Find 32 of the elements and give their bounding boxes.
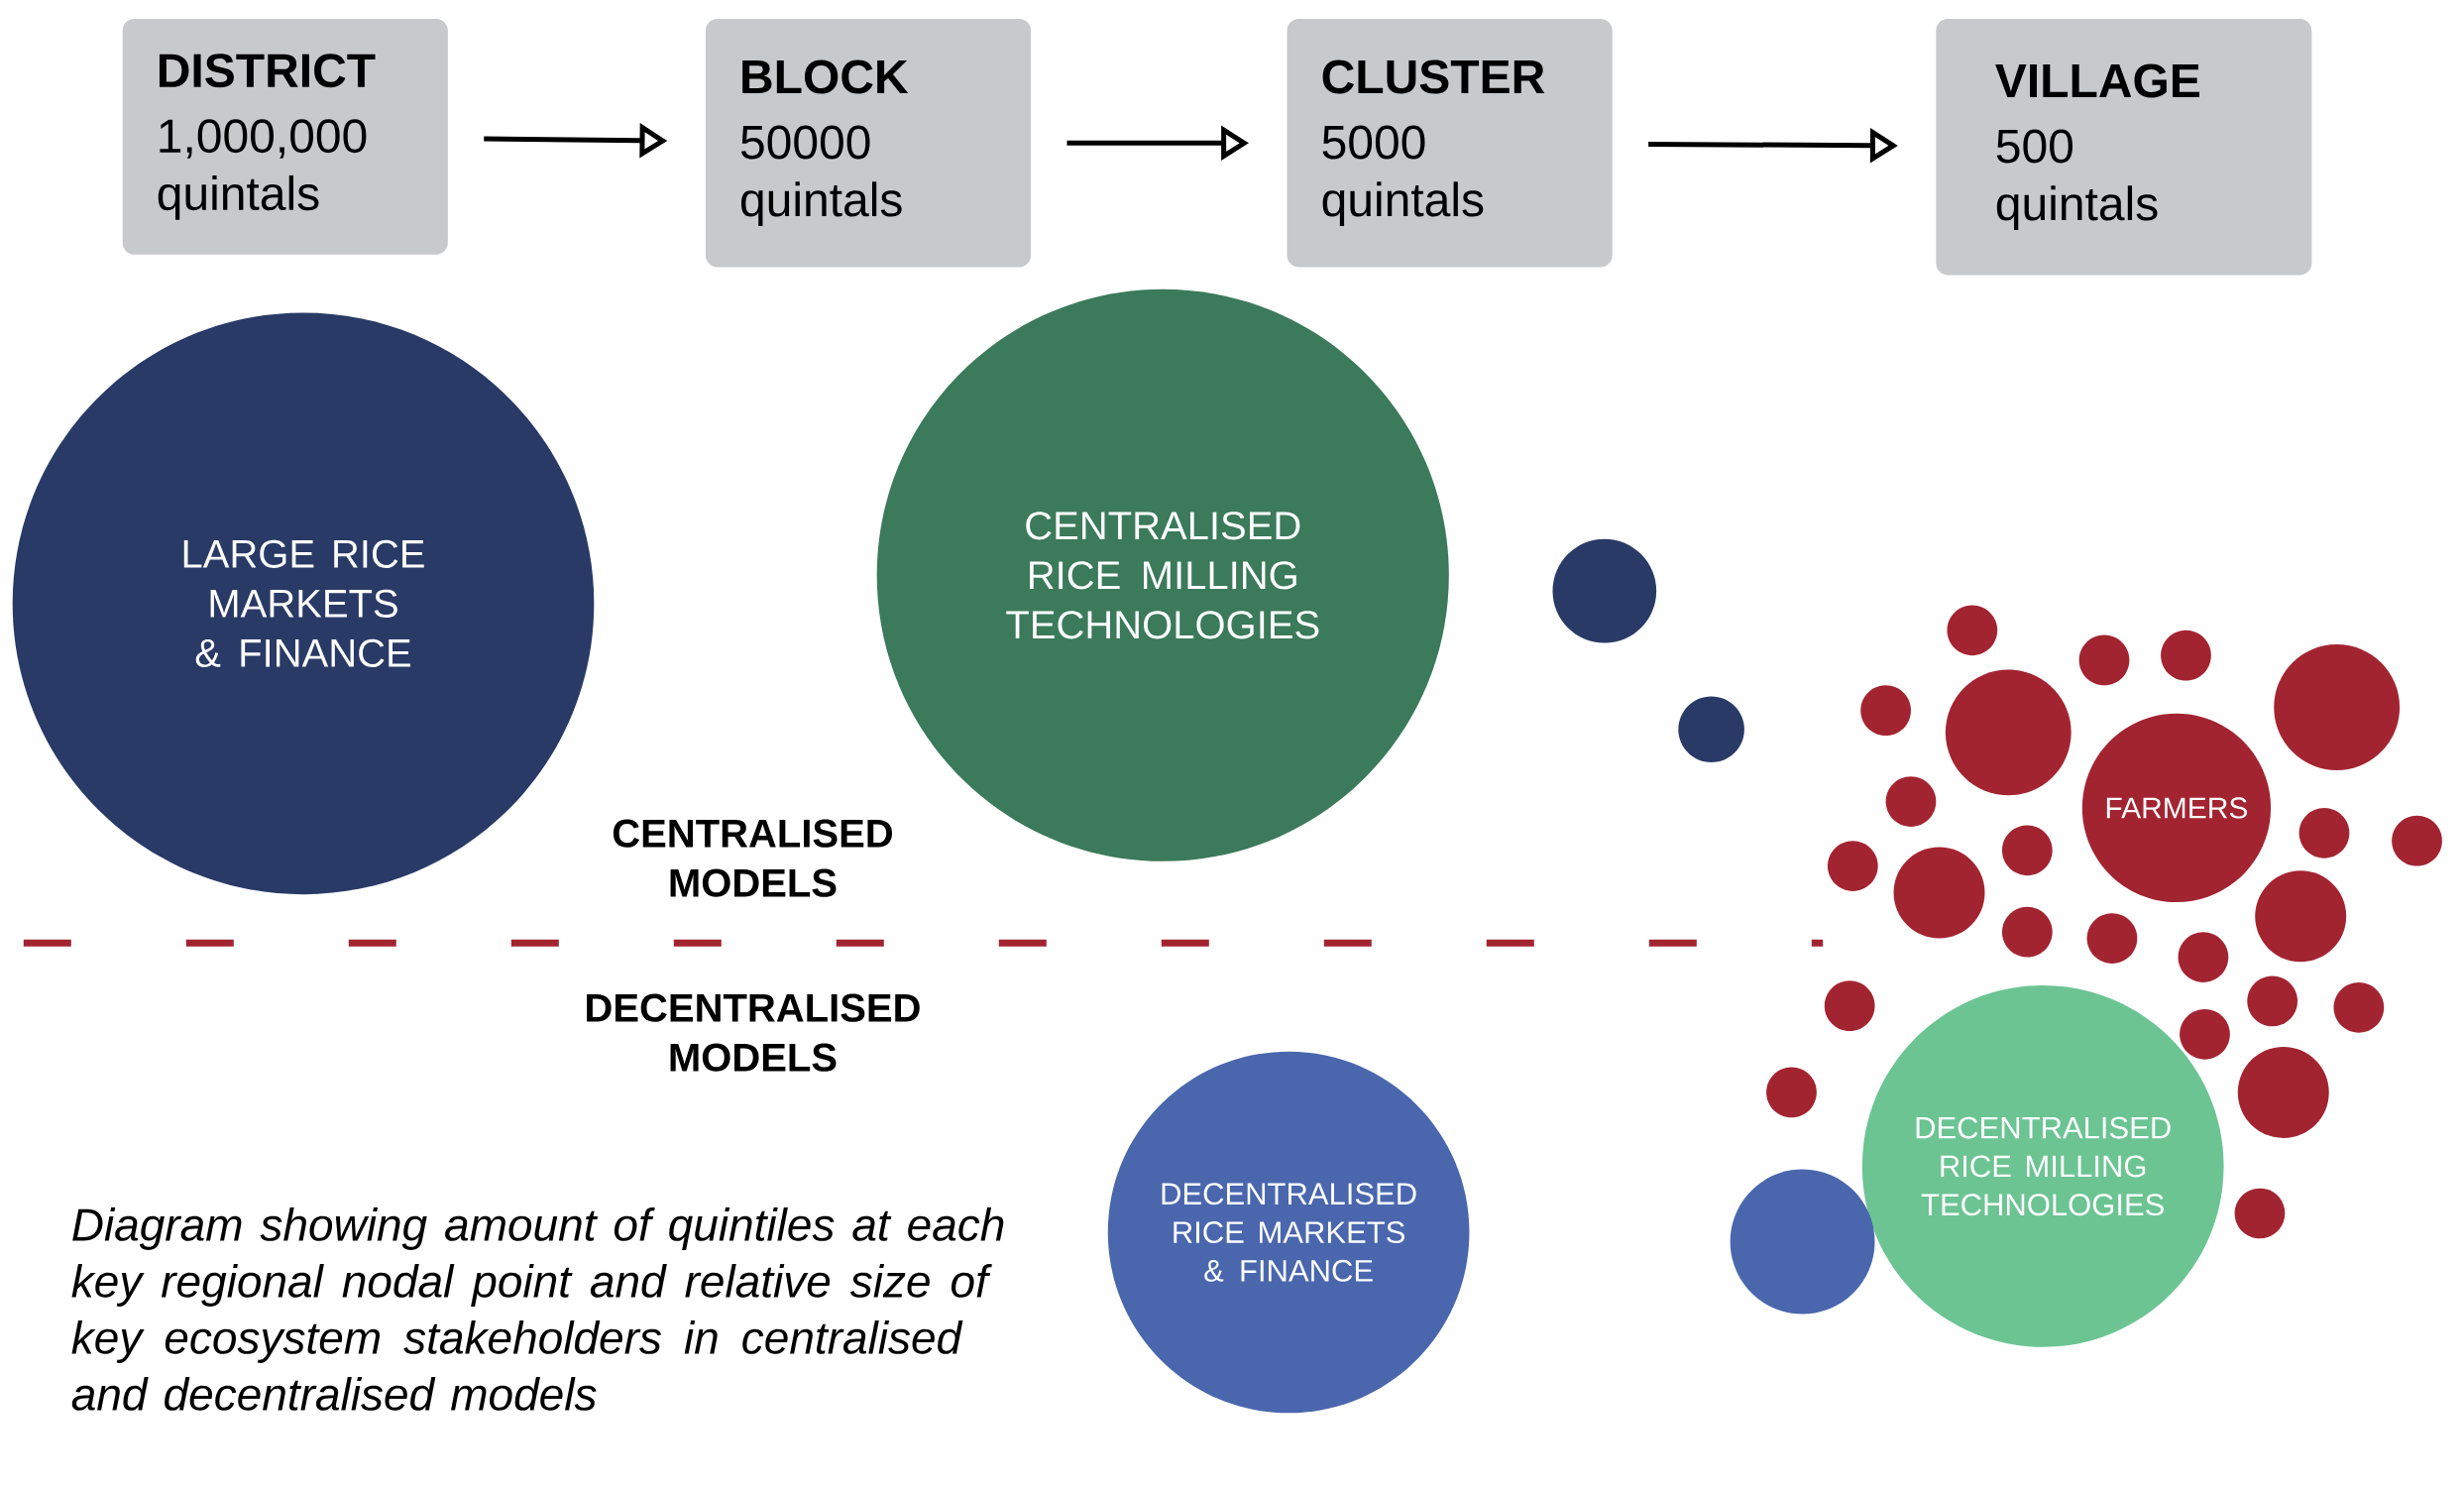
dot [2274,644,2401,770]
level-box: DISTRICT 1,000,000 quintals [122,19,448,255]
level-box: CLUSTER 5000 quintals [1287,19,1613,268]
dot [1945,669,2072,796]
dot [1678,696,1744,762]
dot [1552,538,1657,643]
dot [2298,807,2350,859]
dot [2078,634,2130,686]
dot [2333,981,2385,1033]
dot [1824,980,1875,1032]
dot [1730,1169,1875,1315]
dot [2247,975,2298,1027]
dot [2234,1188,2286,1239]
dot [1860,685,1911,736]
dot [2001,825,2053,876]
dot [1893,847,1985,939]
level-box: VILLAGE 500 quintals [1936,19,2312,276]
level-box: BLOCK 50000 quintals [705,19,1032,268]
dot [2001,906,2053,958]
dot [1885,776,1937,827]
dot [2392,815,2442,866]
dot [1827,841,1878,891]
dot [2178,932,2229,982]
dot [2086,913,2138,964]
dot [2161,630,2211,681]
caption: Diagram showing amount of quintiles at each key regional nodal point and relative size of key ecosystem stakeholders in centralised and decentralised models [71,1207,1004,1411]
dot [1947,605,1998,656]
dot [2237,1046,2329,1138]
dot [2180,1008,2230,1060]
dot [2255,870,2347,963]
model-label: DECENTRALISED MODELS [587,993,920,1072]
dot [1766,1067,1817,1118]
